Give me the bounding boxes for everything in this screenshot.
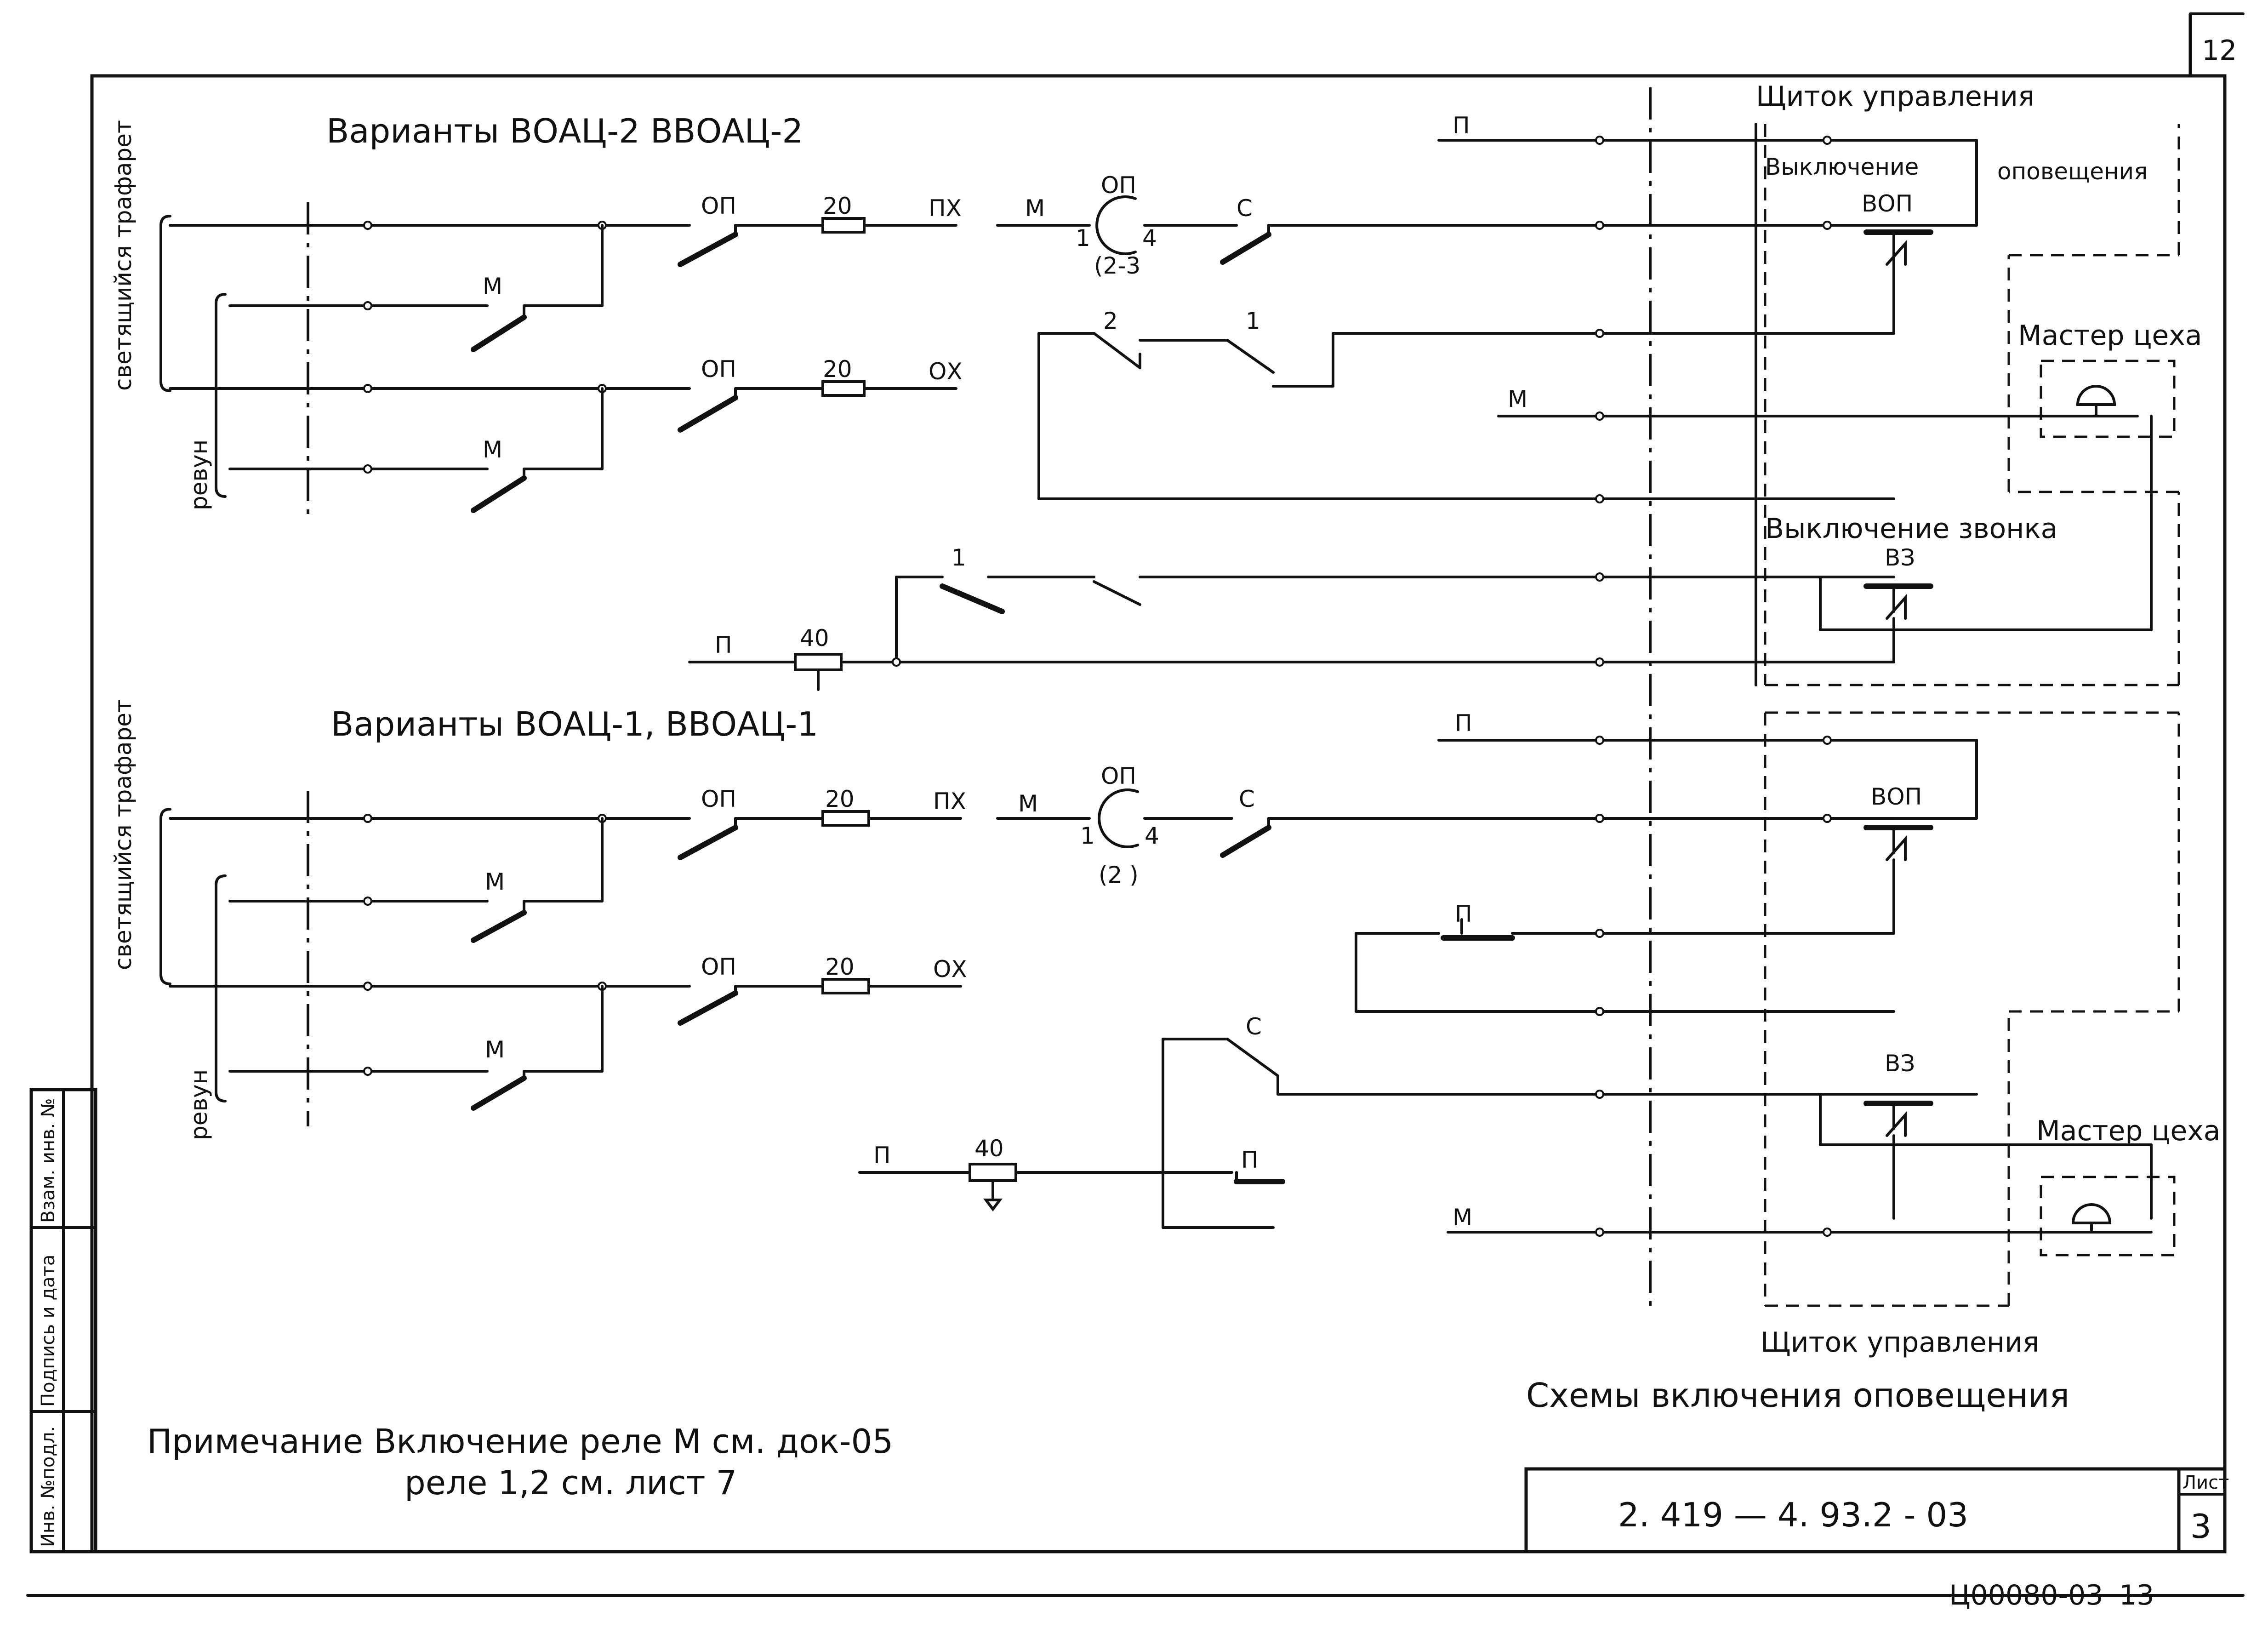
upper-fuse-2: 20 [823,356,852,383]
lower-fuse-2: 20 [825,954,855,980]
lower-wire-px: ПХ [933,788,966,815]
upper-label-vz: ВЗ [1885,544,1915,571]
lower-contact-m-2: М [485,1036,505,1063]
lower-diagram: Варианты ВОАЦ-1, ВВОАЦ-1 светящийся траф… [110,699,2221,1359]
upper-label-zvonok: Выключение звонка [1765,513,2057,545]
stamp-field-signature-date: Подпись и дата [38,1255,59,1407]
stamp-field-inv-replace: Взам. инв. № [38,1098,59,1223]
lower-label-vop: ВОП [1871,783,1922,810]
upper-label-revun: ревун [186,440,212,510]
upper-wire-p: П [715,632,732,658]
note-line-2: реле 1,2 см. лист 7 [405,1463,737,1502]
lower-label-trafaret: светящийся трафарет [110,699,137,970]
upper-contact-op-2: ОП [701,356,736,383]
upper-relay-label: ОП [1101,172,1136,199]
bottom-page-number: 13 [2119,1579,2154,1611]
upper-relay-note: (2-3 [1094,252,1140,279]
side-stamp: Инв. №подл. Подпись и дата Взам. инв. № [29,1088,97,1554]
upper-panel-title: Щиток управления [1756,80,2034,113]
boundary-lines [307,87,1652,1310]
title-block: 2. 419 — 4. 93.2 - 03 Лист 3 [1524,1467,2229,1554]
lower-fuse-1: 20 [825,786,855,812]
upper-label-vop: ВОП [1862,190,1913,217]
sheet-label: Лист [2183,1472,2229,1493]
upper-wire-p-top: П [1453,112,1470,139]
bottom-code: Ц00080-03 [1949,1579,2103,1611]
upper-wire-m: М [1025,195,1045,222]
upper-relay-pin-right: 4 [1142,225,1157,251]
lower-contact-c: С [1239,786,1255,812]
upper-label-opoveshch: оповещения [1997,158,2148,185]
lower-contact-c-2: С [1246,1013,1262,1040]
note-line-1: Примечание Включение реле М см. док-05 [147,1422,893,1461]
lower-wire-p: П [873,1142,891,1169]
upper-contact-op-1: ОП [701,193,736,219]
document-number: 2. 419 — 4. 93.2 - 03 [1618,1496,1968,1534]
lower-contact-op-2: ОП [701,954,736,980]
lower-contact-op-1: ОП [701,786,736,812]
lower-wire-ox: ОХ [933,956,967,982]
lower-relay-label: ОП [1101,763,1136,789]
lower-contact-m-1: М [485,868,505,895]
lower-wire-m-2: М [1453,1204,1472,1231]
lower-label-revun: ревун [186,1069,212,1140]
upper-diagram: Варианты ВОАЦ-2 ВВОАЦ-2 светящийся трафа… [110,80,2202,691]
lower-wire-p-top: П [1455,710,1472,737]
lower-contact-p-1: П [1455,901,1472,927]
upper-wire-ox: ОХ [929,358,963,385]
stamp-field-inv-podl: Инв. №подл. [38,1426,59,1547]
upper-contact-2: 2 [1103,308,1118,334]
upper-diagram-title: Варианты ВОАЦ-2 ВВОАЦ-2 [326,112,803,150]
upper-fuse-1: 20 [823,193,852,219]
sheet-number: 3 [2190,1507,2211,1546]
upper-wire-m-2: М [1508,386,1527,412]
upper-label-master: Мастер цеха [2018,320,2202,352]
lower-label-vz: ВЗ [1885,1050,1915,1077]
upper-contact-1: 1 [1246,308,1260,334]
lower-relay-pin-left: 1 [1080,822,1095,849]
drawing-frame: 12 [26,12,2245,1597]
upper-contact-m-2: М [483,436,502,463]
upper-resistor: 40 [800,625,829,651]
upper-label-vykl: Выключение [1765,154,1919,180]
upper-label-trafaret: светящийся трафарет [110,120,137,391]
upper-contact-c: С [1237,195,1253,222]
lower-contact-p-2: П [1241,1147,1259,1173]
upper-relay-pin-left: 1 [1076,225,1090,251]
lower-relay-note: (2 ) [1099,862,1139,888]
lower-relay-pin-right: 4 [1145,822,1159,849]
upper-contact-m-1: М [483,273,502,300]
lower-resistor: 40 [974,1135,1004,1162]
upper-contact-1b: 1 [952,544,966,571]
diagram-caption: Схемы включения оповещения [1526,1376,2069,1415]
lower-label-master: Мастер цеха [2036,1115,2221,1147]
lower-panel-title: Щиток управления [1761,1326,2039,1359]
lower-diagram-title: Варианты ВОАЦ-1, ВВОАЦ-1 [331,705,818,743]
sheet-corner-number: 12 [2202,34,2237,67]
upper-wire-px: ПХ [929,195,962,222]
lower-wire-m: М [1018,790,1038,817]
